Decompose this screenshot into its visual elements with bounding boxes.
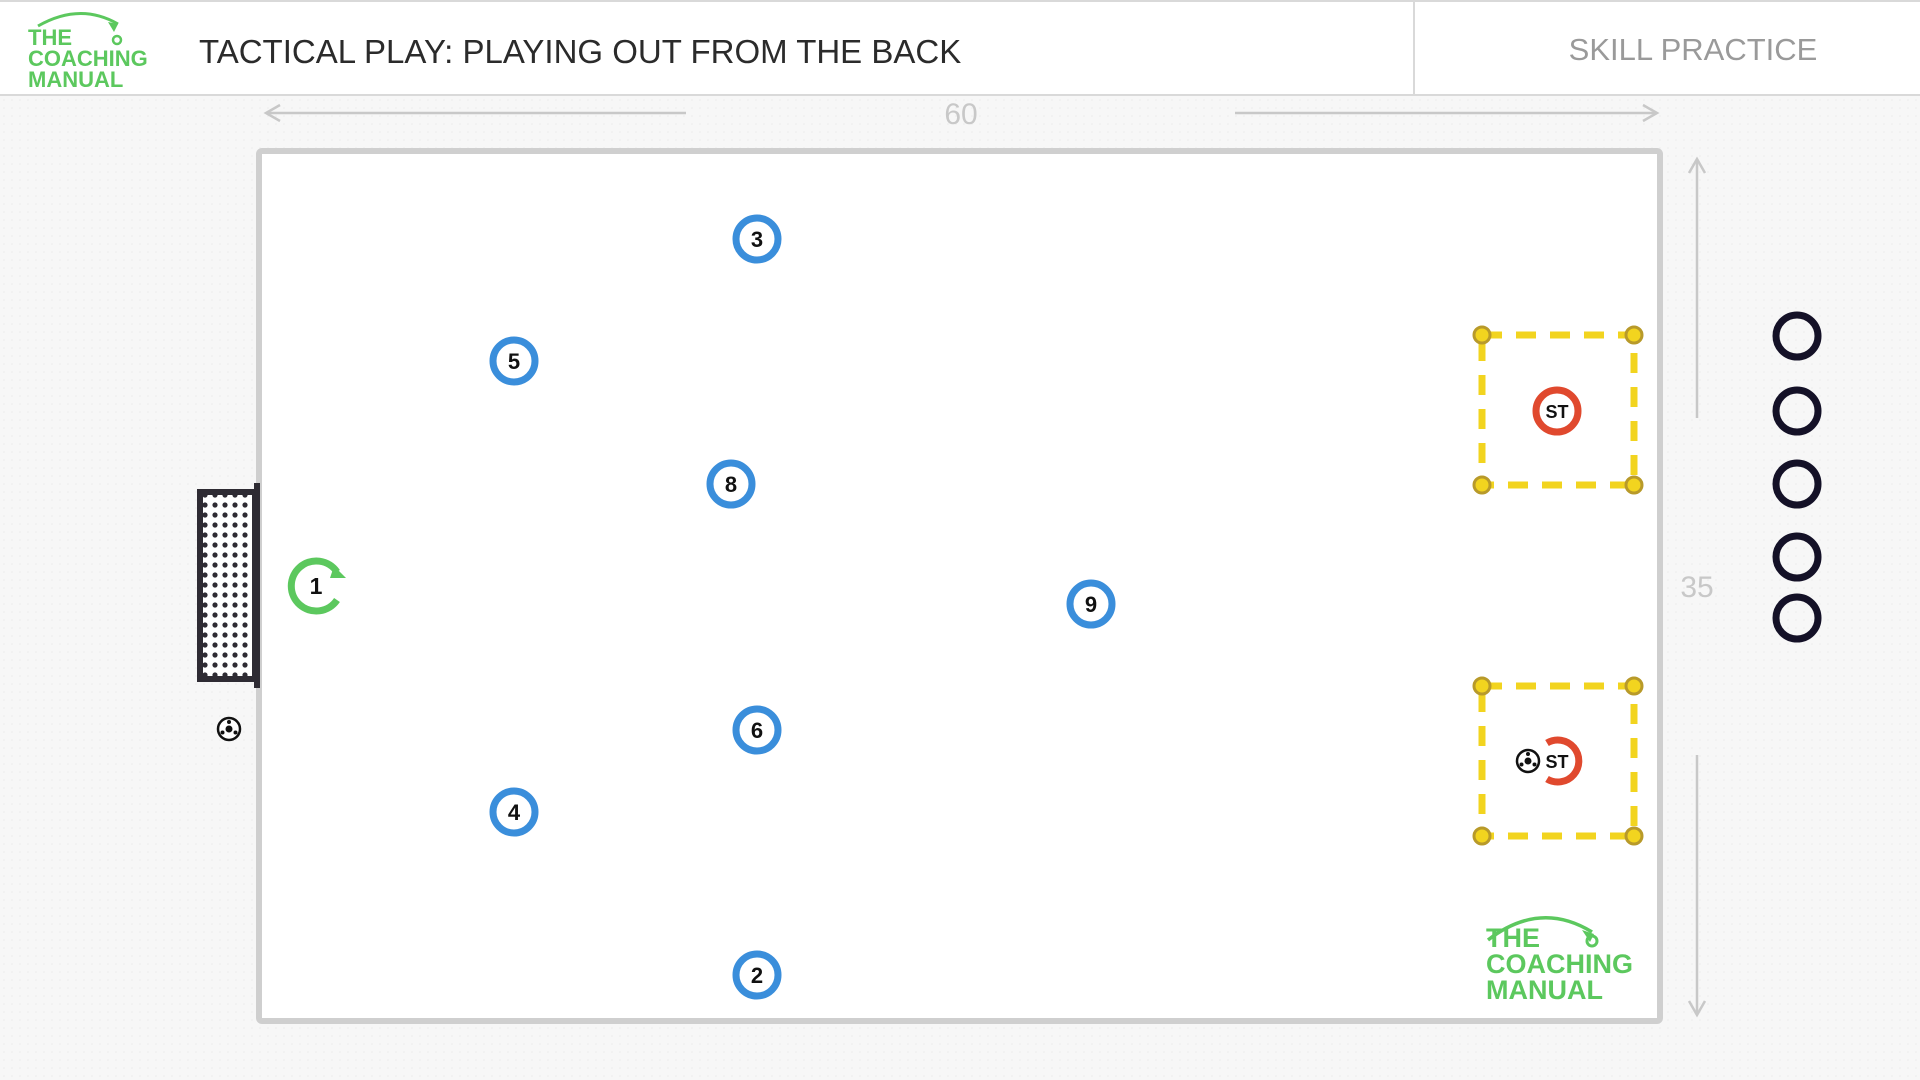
width-dimension: 35 <box>1680 156 1714 1018</box>
player-number: 6 <box>751 718 763 743</box>
opponent-strikers: ST ST <box>1515 386 1583 786</box>
zone-bottom <box>1472 676 1644 846</box>
queue-ring <box>1772 532 1822 582</box>
player-ring <box>732 705 782 755</box>
player-number: 9 <box>1085 592 1097 617</box>
player-number: 2 <box>751 963 763 988</box>
logo-line-1: THE <box>28 25 72 50</box>
queue-ring <box>1772 459 1822 509</box>
team-player: 3 <box>732 214 782 264</box>
player-ring <box>489 787 539 837</box>
cone-marker <box>1624 325 1644 345</box>
team-player: 9 <box>1066 579 1116 629</box>
logo-line-3: MANUAL <box>28 67 123 92</box>
player-number: 3 <box>751 227 763 252</box>
cone-marker <box>1472 826 1492 846</box>
team-player: 6 <box>732 705 782 755</box>
queue-ring <box>1772 311 1822 361</box>
opponent-striker: ST <box>1515 736 1583 786</box>
length-label: 60 <box>944 98 977 131</box>
rotate-arrow-icon <box>330 566 346 578</box>
player-number: 5 <box>508 349 520 374</box>
length-dimension: 60 <box>263 98 1660 131</box>
cone-marker <box>1472 475 1492 495</box>
watermark-line-2: COACHING <box>1486 949 1633 979</box>
cone-marker <box>1624 826 1644 846</box>
arrow-up-icon <box>1687 156 1707 174</box>
page-title: TACTICAL PLAY: PLAYING OUT FROM THE BACK <box>199 33 961 70</box>
team-player: 8 <box>706 459 756 509</box>
watermark-line-1: THE <box>1486 923 1540 953</box>
player-ring <box>732 950 782 1000</box>
cone-marker <box>1472 325 1492 345</box>
player-ring <box>1545 736 1583 786</box>
waiting-players-queue <box>1772 311 1822 643</box>
goalkeeper: 1 <box>287 557 346 615</box>
watermark-arrow-icon <box>1486 916 1593 942</box>
cone-marker <box>1624 676 1644 696</box>
watermark-line-3: MANUAL <box>1486 975 1603 1005</box>
arrow-down-icon <box>1687 1000 1707 1018</box>
brand-logo: THE COACHING MANUAL <box>28 12 148 92</box>
ball-icon <box>1515 748 1541 774</box>
logo-arrow-icon <box>37 12 119 28</box>
player-number: 4 <box>508 800 521 825</box>
goalkeeper-number: 1 <box>310 573 323 599</box>
team-player: 4 <box>489 787 539 837</box>
team-players: 3 5 8 9 6 4 2 <box>489 214 1116 1000</box>
team-player: 5 <box>489 336 539 386</box>
player-number: 8 <box>725 472 737 497</box>
queue-ring <box>1772 386 1822 436</box>
zone-top <box>1472 325 1644 495</box>
player-ring <box>1066 579 1116 629</box>
watermark-logo: THE COACHING MANUAL <box>1486 916 1633 1005</box>
category-label: SKILL PRACTICE <box>1569 32 1818 67</box>
arrow-left-icon <box>263 103 281 123</box>
ball-icon <box>216 716 242 742</box>
queue-ring <box>1772 593 1822 643</box>
pitch <box>256 148 1663 1024</box>
player-ring <box>1532 386 1582 436</box>
width-label: 35 <box>1680 571 1713 604</box>
cone-marker <box>1472 676 1492 696</box>
player-ring <box>489 336 539 386</box>
goal <box>197 483 260 688</box>
logo-line-2: COACHING <box>28 46 148 71</box>
player-ring <box>706 459 756 509</box>
arrow-right-icon <box>1642 103 1660 123</box>
cone-marker <box>1624 475 1644 495</box>
opponent-striker: ST <box>1532 386 1582 436</box>
team-player: 2 <box>732 950 782 1000</box>
header-bar <box>0 0 1920 96</box>
player-ring <box>732 214 782 264</box>
striker-label: ST <box>1545 402 1568 422</box>
striker-label: ST <box>1545 752 1568 772</box>
